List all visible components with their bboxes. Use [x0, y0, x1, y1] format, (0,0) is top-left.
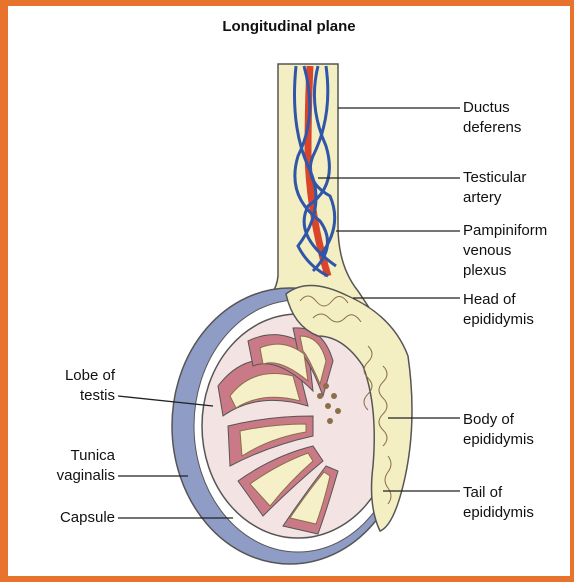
label-ductus-deferens: Ductus deferens: [463, 98, 521, 138]
label-head-of-epididymis: Head of epididymis: [463, 290, 534, 330]
label-body-of-epididymis: Body of epididymis: [463, 410, 534, 450]
diagram-frame: Longitudinal plane: [8, 6, 570, 576]
label-capsule: Capsule: [60, 508, 115, 528]
label-tail-of-epididymis: Tail of epididymis: [463, 483, 534, 523]
label-testicular-artery: Testicular artery: [463, 168, 526, 208]
label-tunica-vaginalis: Tunica vaginalis: [57, 446, 115, 486]
label-lobe-of-testis: Lobe of testis: [65, 366, 115, 406]
label-pampiniform-venous-plexus: Pampiniform venous plexus: [463, 221, 547, 281]
